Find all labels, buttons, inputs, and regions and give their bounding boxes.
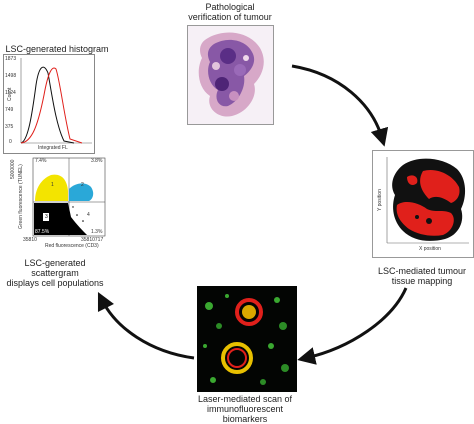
scattergram-caption: LSC-generated scattergram displays cell …: [6, 258, 104, 288]
scatter-quadrant-1: 1: [51, 182, 54, 188]
scatter-pct-top-right: 3.8%: [91, 158, 103, 164]
pathology-image: [187, 25, 274, 125]
scatter-quadrant-3: 3: [45, 214, 48, 220]
mapping-caption: LSC-mediated tumour tissue mapping: [377, 266, 467, 286]
scatter-ytick-bottom: 35810: [23, 237, 37, 243]
hist-ytick-1: 1498: [5, 73, 17, 79]
scatter-quadrant-4: 4: [87, 212, 90, 218]
scatter-pct-bottom-left: 87.5%: [35, 229, 50, 235]
hist-ytick-3: 749: [5, 107, 14, 113]
scatter-x-axis-label: Red fluorescence (CD3): [45, 243, 99, 249]
scatter-pct-bottom-right: 1.3%: [91, 229, 103, 235]
laser-caption: Laser-mediated scan of immunofluorescent…: [197, 394, 293, 424]
map-x-axis-label: X position: [419, 246, 441, 252]
hist-x-axis-label: Integrated FL: [38, 145, 68, 151]
laser-scan-image: [197, 286, 297, 392]
pathology-title: Pathological verification of tumour: [188, 2, 272, 22]
hist-ytick-5: 0: [9, 139, 12, 145]
arrow-mapping-to-laser: [297, 287, 408, 365]
hist-ytick-2: 1124: [5, 90, 16, 96]
scatter-pct-top-left: 7.4%: [35, 158, 47, 164]
hist-ytick-4: 375: [5, 124, 14, 130]
scatter-y-axis-label: Green fluorescence (TUNEL): [18, 164, 24, 229]
scattergram-chart: 7.4% 3.8% 87.5% 1.3% 1 2 3 4 5000000 Gre…: [10, 155, 107, 251]
arrow-pathology-to-mapping: [291, 64, 389, 147]
hist-ytick-0: 1873: [5, 56, 17, 62]
tissue-map-chart: Y position X position: [372, 150, 474, 258]
scatter-ytick-top: 5000000: [10, 159, 16, 179]
arrow-laser-to-scattergram: [97, 291, 195, 360]
scatter-quadrant-2: 2: [81, 182, 84, 188]
histogram-title: LSC-generated histogram: [5, 44, 109, 54]
histogram-chart: 1873 1498 1124 749 375 0 Count Integrate…: [3, 54, 95, 154]
map-y-axis-label: Y position: [377, 189, 383, 211]
scatter-xtick-right: 35810717: [81, 237, 104, 243]
